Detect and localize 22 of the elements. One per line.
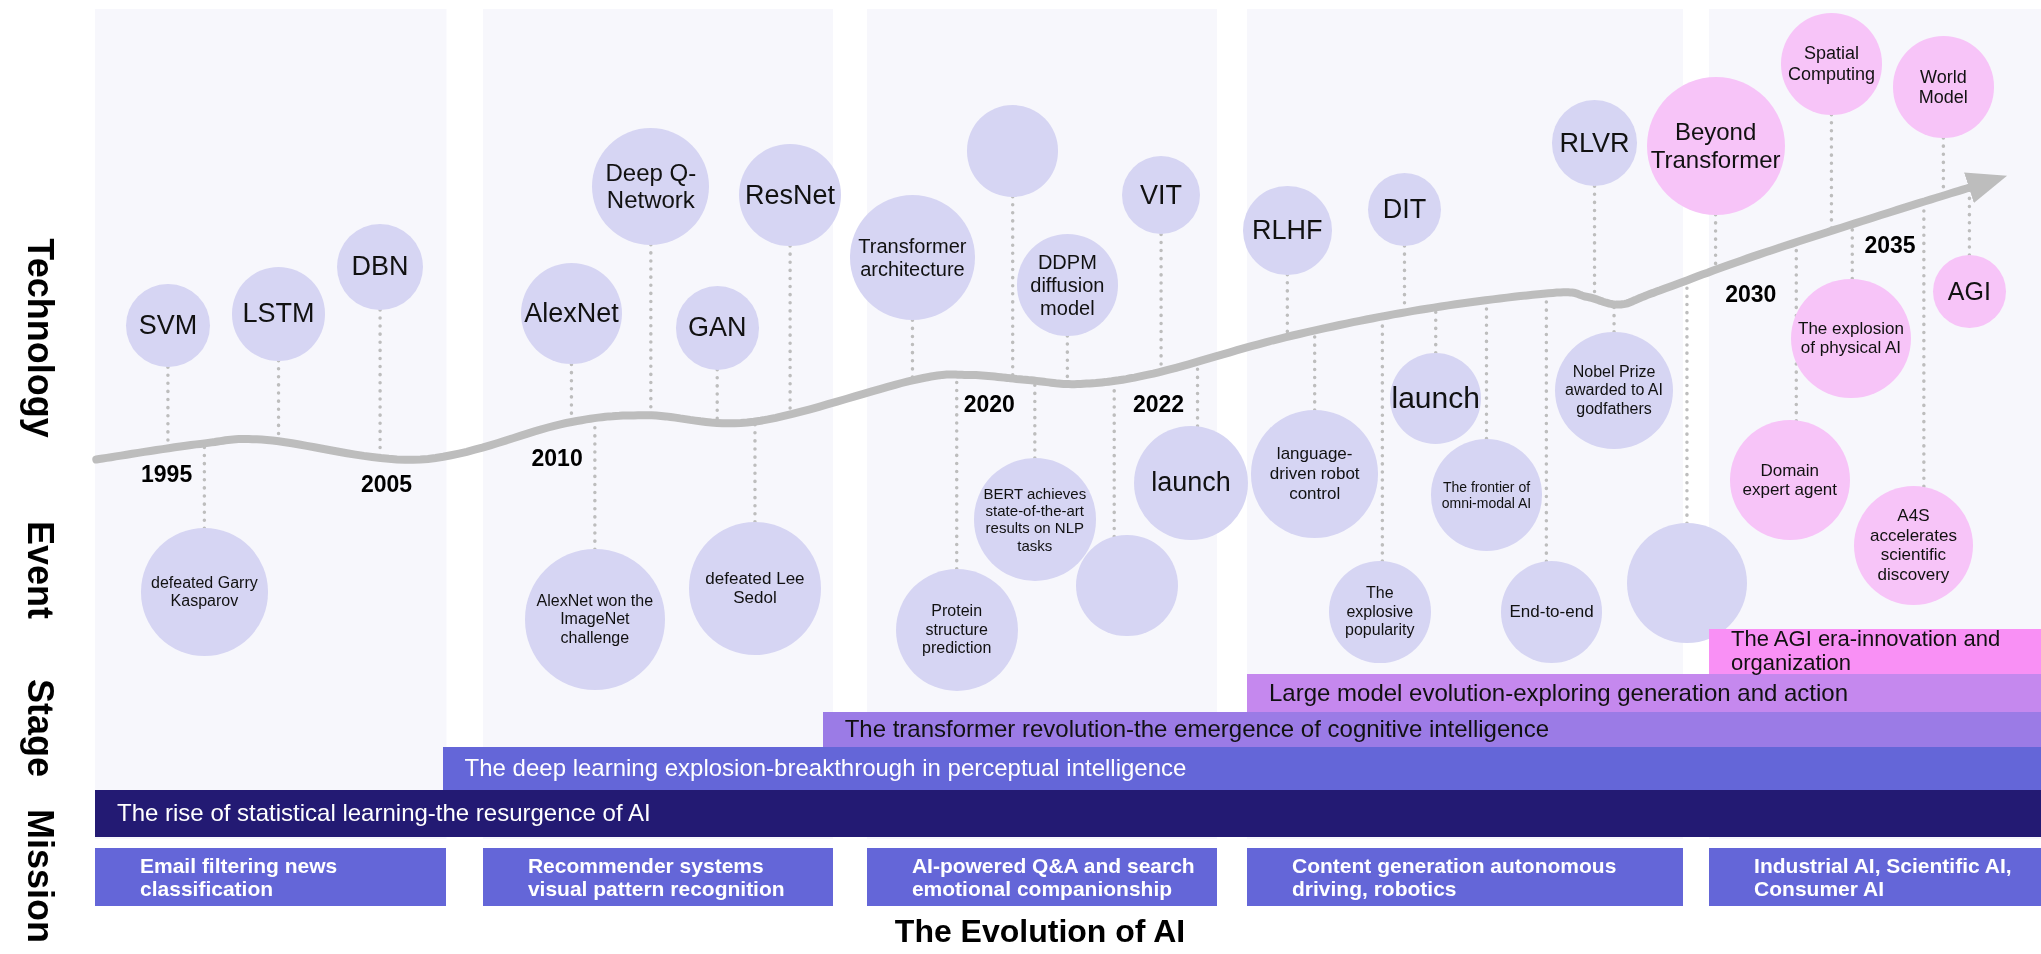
application-box: Recommender systems visual pattern recognition [482, 848, 834, 906]
stage-band: The deep learning explosion-breakthrough in perceptual intelligence [442, 747, 2041, 791]
stage-band: The transformer revolution-the emergence of cognitive intelligence [822, 712, 2041, 748]
year-label: 2022 [1132, 390, 1185, 417]
year-label: 2030 [1725, 280, 1777, 308]
year-label: 2020 [963, 390, 1015, 417]
row-header: Stage [19, 679, 61, 777]
row-header: Event [19, 521, 61, 619]
row-header: Mission [19, 809, 61, 943]
row-header: Technology [19, 238, 61, 438]
application-box: AI-powered Q&A and search emotional companionship [866, 848, 1218, 906]
year-label: 2010 [531, 444, 583, 472]
application-box: Content generation autonomous driving, robotics [1247, 848, 1684, 906]
year-label: 2035 [1864, 231, 1916, 259]
stage-band: The AGI era-innovation and organization [1709, 628, 2041, 675]
stage-band: Large model evolution-exploring generation and action [1247, 674, 2041, 712]
application-box: Industrial AI, Scientific AI, Consumer AI [1709, 848, 2041, 906]
application-box: Email filtering news classification [95, 848, 447, 906]
year-label: 1995 [141, 460, 193, 488]
stage-band: The rise of statistical learning-the resurgence of AI [95, 790, 2041, 837]
year-label: 2005 [361, 470, 413, 498]
diagram-title: The Evolution of AI [894, 912, 1186, 950]
